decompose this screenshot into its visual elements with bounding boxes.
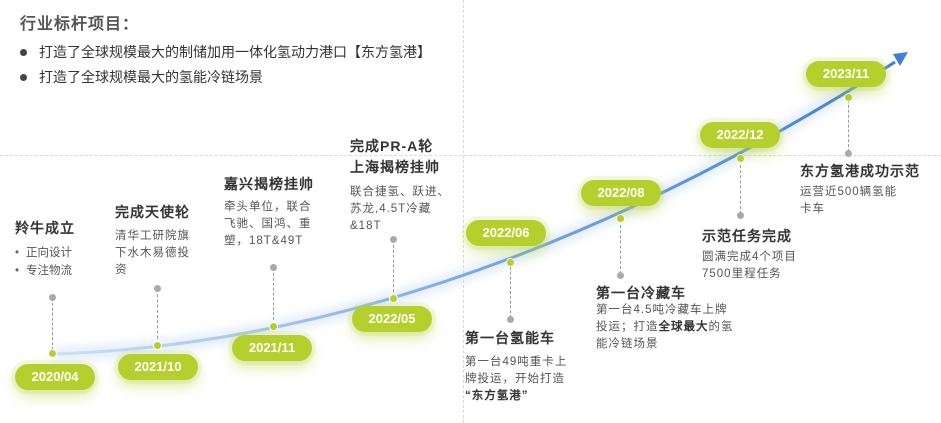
milestone-connector [52,298,53,350]
divider-horizontal [0,155,941,156]
date-pill: 2022/08 [581,180,661,206]
date-pill: 2023/11 [806,61,886,87]
divider-vertical [463,0,464,423]
connector-dot [270,264,277,271]
curve-dot [506,258,515,267]
connector-dot [390,236,397,243]
connector-dot [617,272,624,279]
date-pill: 2022/12 [700,122,780,148]
curve-dot [736,154,745,163]
milestone-title: 完成PR-A轮 [350,138,434,154]
curve-dot [844,93,853,102]
arrow-head-icon [893,52,908,66]
milestone-connector [393,240,394,297]
curve-dot [616,214,625,223]
milestone-title-secondary: 上海揭榜挂帅 [350,159,440,175]
curve-dot [153,341,162,350]
milestone-connector [848,100,849,152]
connector-dot [737,212,744,219]
milestone-desc: 第一台4.5吨冷藏车上牌 投运；打造全球最大的氢 能冷链场景 [596,304,734,350]
header-bullets: 打造了全球规模最大的制储加用一体化氢动力港口【东方氢港】 打造了全球规模最大的氢… [20,40,431,90]
header-bullet: 打造了全球规模最大的制储加用一体化氢动力港口【东方氢港】 [20,40,431,65]
page-title: 行业标杆项目： [20,16,140,33]
connector-dot [507,316,514,323]
milestone-desc: 清华工研院旗 下水木易德投 资 [115,230,190,276]
curve-dot [389,294,398,303]
connector-dot [49,294,56,301]
connector-dot [845,150,852,157]
milestone-title: 示范任务完成 [702,228,792,244]
date-pill: 2021/10 [118,354,198,380]
milestone-connector [157,289,158,344]
header-bullet: 打造了全球规模最大的氢能冷链场景 [20,65,431,90]
milestone-title: 第一台冷藏车 [596,285,686,301]
bullet-dot-icon [20,48,27,56]
milestone-connector [273,268,274,325]
milestone-title: 羚牛成立 [15,220,75,236]
milestone-connector [740,160,741,214]
milestone-desc: 牵头单位，联合 飞驰、国鸿、重 塑，18T&49T [224,201,312,247]
milestone-items: 正向设计 专注物流 [15,244,72,280]
milestone-connector [510,262,511,318]
connector-dot [154,285,161,292]
milestone-desc: 联合捷氢、跃进、 苏龙,4.5T冷藏 &18T [350,186,450,232]
curve-dot [269,322,278,331]
milestone-desc: 第一台49吨重卡上 牌投运，开始打造 “东方氢港” [465,356,568,402]
date-pill: 2022/05 [352,306,432,332]
curve-dot [48,349,57,358]
milestone-connector [620,220,621,274]
bullet-dot-icon [20,73,27,81]
date-pill: 2020/04 [15,364,95,390]
milestone-title: 东方氢港成功示范 [800,163,920,179]
milestone-title: 第一台氢能车 [465,330,555,346]
milestone-desc: 圆满完成4个项目 7500里程任务 [702,251,797,280]
milestone-title: 完成天使轮 [115,204,190,220]
milestone-desc: 运营近500辆氢能 卡车 [800,186,898,215]
milestone-title: 嘉兴揭榜挂帅 [224,176,314,192]
date-pill: 2022/06 [466,220,546,246]
date-pill: 2021/11 [232,335,312,361]
